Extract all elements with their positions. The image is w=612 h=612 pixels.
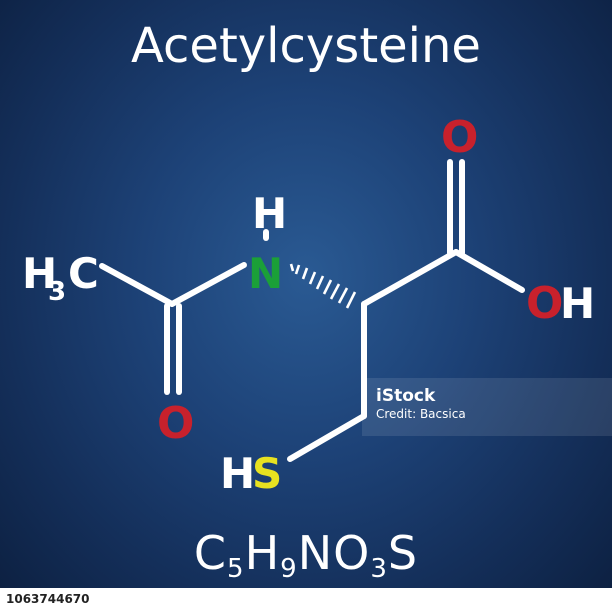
amide-h-label: H (252, 189, 287, 238)
bond-calpha-ccarboxyl (361, 249, 459, 307)
formula-o-subscript: 3 (370, 554, 388, 584)
amide-n-label: N (248, 249, 283, 298)
stock-watermark: iStock Credit: Bacsica (362, 378, 612, 436)
bond-ccarboxyl-oh (453, 249, 525, 293)
acid-o-label: O (441, 112, 478, 163)
watermark-credit: Credit: Bacsica (376, 407, 466, 421)
molecule-title: Acetylcysteine (131, 18, 481, 74)
methyl-h-label: H (22, 249, 57, 298)
formula-s: S (387, 526, 419, 580)
thiol-s-label: S (252, 449, 282, 498)
hydroxyl-h-label: H (560, 279, 595, 328)
bond-c-n (169, 262, 247, 307)
formula-h-subscript: 9 (280, 554, 298, 584)
footer-bar: 1063744670 (0, 588, 612, 612)
thiol-h-label: H (220, 449, 255, 498)
formula-h: H (244, 526, 281, 580)
formula-n: N (297, 526, 334, 580)
watermark-brand: iStock (376, 386, 436, 406)
formula-c: C (193, 526, 228, 580)
hashed-wedge-bond (289, 263, 357, 309)
amide-o-label: O (157, 398, 194, 449)
hydroxyl-o-label: O (526, 278, 563, 329)
molecular-formula: C5H9NO3S (0, 526, 612, 584)
image-id: 1063744670 (6, 592, 90, 606)
bond-ch2-s (287, 413, 367, 462)
formula-o: O (333, 526, 371, 580)
methyl-h-subscript: 3 (48, 277, 66, 307)
bond-ch3-c (99, 263, 175, 307)
methyl-c-label: C (68, 249, 99, 298)
formula-c-subscript: 5 (227, 554, 245, 584)
